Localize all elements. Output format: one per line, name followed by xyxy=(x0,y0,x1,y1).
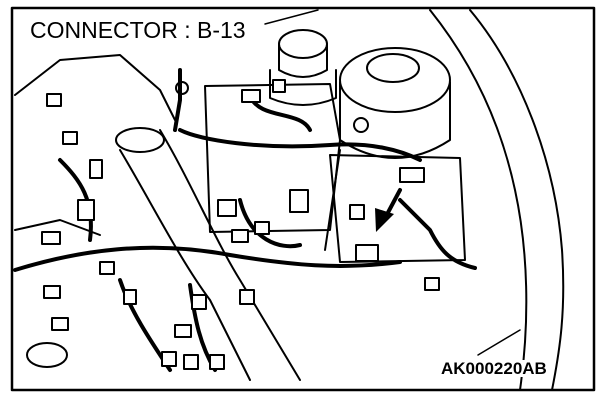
ground-terminal-left xyxy=(175,81,189,95)
reservoir-cap-right xyxy=(339,47,451,159)
engine-mid-outline xyxy=(14,219,101,236)
title-leader-line xyxy=(264,9,319,25)
connector-group xyxy=(41,79,440,370)
figure-border xyxy=(10,6,596,392)
control-unit-edge xyxy=(324,149,341,251)
connector-title: CONNECTOR : B-13 xyxy=(27,19,249,42)
left-cap xyxy=(26,342,68,368)
reservoir-cap-left xyxy=(269,29,337,106)
code-leader-line xyxy=(477,329,521,356)
ground-terminal-top xyxy=(353,117,369,133)
connector-pointer-arrow xyxy=(375,188,402,232)
intake-hose xyxy=(115,127,301,381)
fender-curve xyxy=(429,9,528,391)
engine-top-outline xyxy=(14,54,176,121)
fender-inner-curve xyxy=(469,9,565,391)
figure-code: AK000220AB xyxy=(439,359,549,378)
